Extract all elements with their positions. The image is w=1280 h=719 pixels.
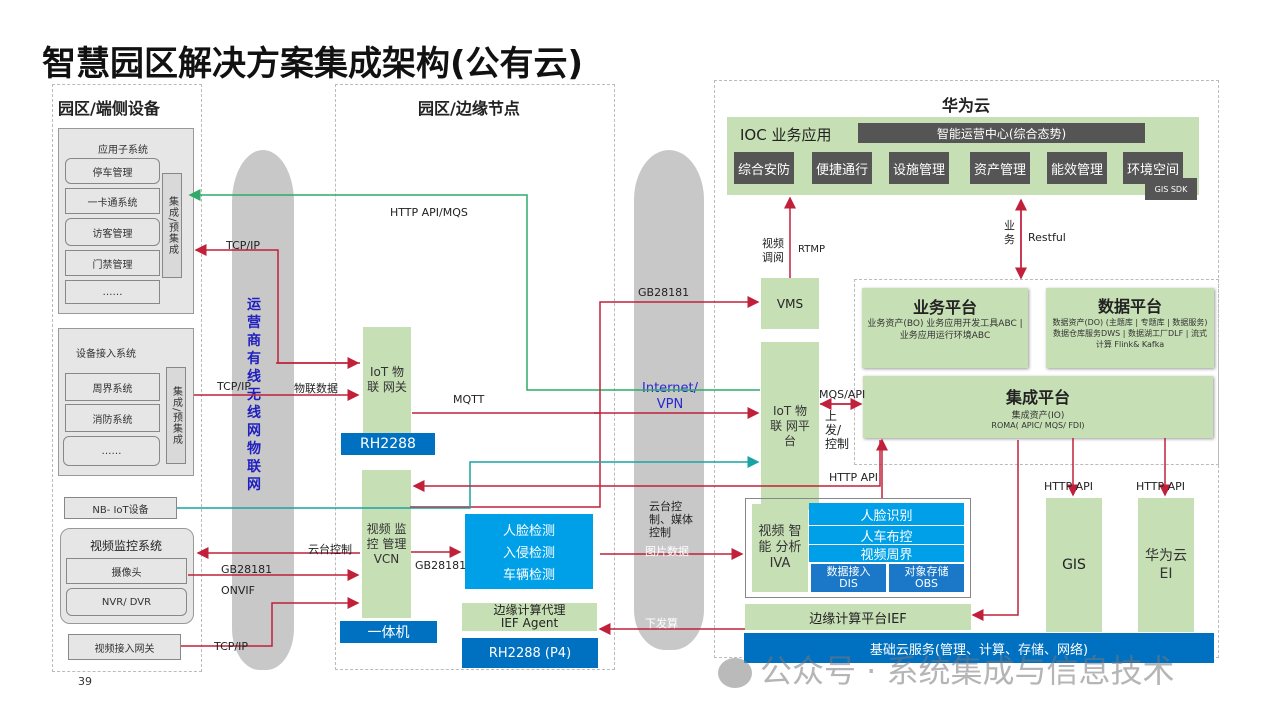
internet-label: Internet/ VPN bbox=[642, 381, 698, 412]
label-onvif: ONVIF bbox=[221, 584, 255, 597]
dis[interactable]: 数据接入DIS bbox=[811, 564, 886, 592]
rh2288-p4-server: RH2288 (P4) bbox=[462, 638, 598, 668]
label-tcpip-3: TCP/IP bbox=[214, 640, 248, 653]
video-system-label: 视频监控系统 bbox=[90, 539, 163, 553]
ioc-app-security[interactable]: 综合安防 bbox=[734, 152, 794, 184]
app-integration-strip: 集成/预集成 bbox=[162, 173, 182, 278]
perimeter-item[interactable]: 周界系统 bbox=[65, 373, 160, 401]
vcn[interactable]: 视频 监控 管理 VCN bbox=[362, 470, 411, 618]
label-http-mqs: HTTP API/MQS bbox=[390, 206, 468, 219]
label-iot-data: 物联数据 bbox=[294, 382, 338, 395]
page-title: 智慧园区解决方案集成架构(公有云) bbox=[42, 44, 584, 84]
iot-platform[interactable]: IoT 物联 网平 台 bbox=[761, 342, 819, 510]
ief-agent[interactable]: 边缘计算代理 IEF Agent bbox=[462, 603, 597, 631]
watermark: 公众号 · 系统集成与信息技术 bbox=[718, 646, 1175, 692]
card-item[interactable]: 一卡通系统 bbox=[65, 188, 160, 214]
vms[interactable]: VMS bbox=[761, 278, 819, 329]
label-gb-top: GB28181 bbox=[638, 286, 690, 299]
business-platform[interactable]: 业务平台 业务资产(BO) 业务应用开发工具ABC | 业务应用运行环境ABC bbox=[862, 288, 1028, 368]
label-http-api-2: HTTP API bbox=[1044, 480, 1094, 493]
label-restful: Restful bbox=[1028, 231, 1066, 244]
edge-zone-title: 园区/边缘节点 bbox=[418, 99, 520, 118]
face-detection[interactable]: 人脸检测 bbox=[502, 523, 555, 539]
parking-item[interactable]: 停车管理 bbox=[65, 158, 160, 184]
ioc-app-energy[interactable]: 能效管理 bbox=[1047, 152, 1107, 184]
label-gb-cam: GB28181 bbox=[221, 563, 273, 576]
rh2288-server: RH2288 bbox=[341, 433, 435, 455]
cloud-zone-title: 华为云 bbox=[942, 96, 991, 115]
camera-item[interactable]: 摄像头 bbox=[66, 558, 187, 584]
iva-frame bbox=[745, 498, 971, 598]
label-ptz: 云台控制 bbox=[308, 543, 352, 556]
carrier-network-label: 运营商有线无线网 物联网 bbox=[247, 297, 261, 493]
video-gateway[interactable]: 视频接入网关 bbox=[68, 634, 181, 660]
data-platform[interactable]: 数据平台 数据资产(DO) (主题库 | 专题库 | 数据服务) 数据仓库服务D… bbox=[1046, 288, 1214, 368]
device-zone-title: 园区/端侧设备 bbox=[58, 99, 160, 118]
label-mqs-api: MQS/API bbox=[819, 388, 866, 401]
label-http-api-3: HTTP API bbox=[1136, 480, 1186, 493]
ioc-app-facility[interactable]: 设施管理 bbox=[889, 152, 949, 184]
label-gb-vcn: GB28181 bbox=[415, 559, 467, 572]
more-item[interactable]: …… bbox=[65, 280, 160, 304]
label-image-data: 图片数据 bbox=[645, 545, 689, 558]
detection-panel: 人脸检测 入侵检测 车辆检测 bbox=[465, 514, 593, 589]
page-number: 39 bbox=[78, 675, 92, 688]
fire-item[interactable]: 消防系统 bbox=[65, 404, 160, 432]
more-access-item[interactable]: …… bbox=[63, 436, 160, 466]
ioc-app-asset[interactable]: 资产管理 bbox=[970, 152, 1030, 184]
ioc-app-access[interactable]: 便捷通行 bbox=[812, 152, 872, 184]
label-tcpip-2: TCP/IP bbox=[217, 380, 251, 393]
all-in-one: 一体机 bbox=[340, 621, 437, 643]
wechat-icon bbox=[718, 658, 752, 688]
ioc-label: IOC 业务应用 bbox=[740, 126, 832, 144]
face-recognition[interactable]: 人脸识别 bbox=[809, 503, 964, 525]
access-subsystem-label: 设备接入系统 bbox=[76, 349, 136, 360]
gis-sdk[interactable]: GIS SDK bbox=[1145, 178, 1197, 200]
intrusion-detection[interactable]: 入侵检测 bbox=[502, 545, 555, 561]
video-perimeter[interactable]: 视频周界 bbox=[809, 545, 964, 563]
iva[interactable]: 视频 智能 分析 IVA bbox=[752, 504, 808, 592]
iot-gateway[interactable]: IoT 物联 网关 bbox=[363, 327, 411, 433]
obs[interactable]: 对象存储OBS bbox=[889, 564, 964, 592]
label-tcpip-1: TCP/IP bbox=[226, 239, 260, 252]
nbiot-device[interactable]: NB- IoT设备 bbox=[64, 497, 177, 519]
people-vehicle-control[interactable]: 人车布控 bbox=[809, 526, 964, 545]
label-mqtt: MQTT bbox=[453, 393, 485, 406]
label-dispatch: 下发算 bbox=[645, 617, 678, 630]
ioc-banner[interactable]: 智能运营中心(综合态势) bbox=[858, 123, 1145, 143]
base-cloud-services: 基础云服务(管理、计算、存储、网络) bbox=[744, 633, 1214, 663]
label-rtmp: RTMP bbox=[798, 244, 825, 255]
integration-platform[interactable]: 集成平台 集成资产(IO) ROMA( APIC/ MQS/ FDI) bbox=[863, 376, 1213, 438]
vehicle-detection[interactable]: 车辆检测 bbox=[502, 568, 555, 584]
gis[interactable]: GIS bbox=[1046, 498, 1102, 632]
access-control-item[interactable]: 门禁管理 bbox=[65, 250, 160, 276]
label-video-sub: 视频 调阅 bbox=[762, 237, 784, 264]
access-integration-strip: 集成/预集成 bbox=[166, 367, 186, 464]
ief-platform[interactable]: 边缘计算平台IEF bbox=[745, 604, 971, 630]
visitor-item[interactable]: 访客管理 bbox=[65, 218, 160, 246]
platform-zone bbox=[854, 279, 1219, 465]
nvr-item[interactable]: NVR/ DVR bbox=[66, 588, 187, 616]
huawei-ei[interactable]: 华为云 EI bbox=[1138, 498, 1194, 632]
app-subsystem-label: 应用子系统 bbox=[98, 145, 148, 156]
label-http-api-1: HTTP API bbox=[829, 471, 879, 484]
label-up-ctrl: 上发/ 控制 bbox=[825, 409, 850, 451]
label-biz: 业 务 bbox=[1004, 219, 1015, 246]
label-ptz-media: 云台控制、媒体控制 bbox=[649, 500, 693, 539]
